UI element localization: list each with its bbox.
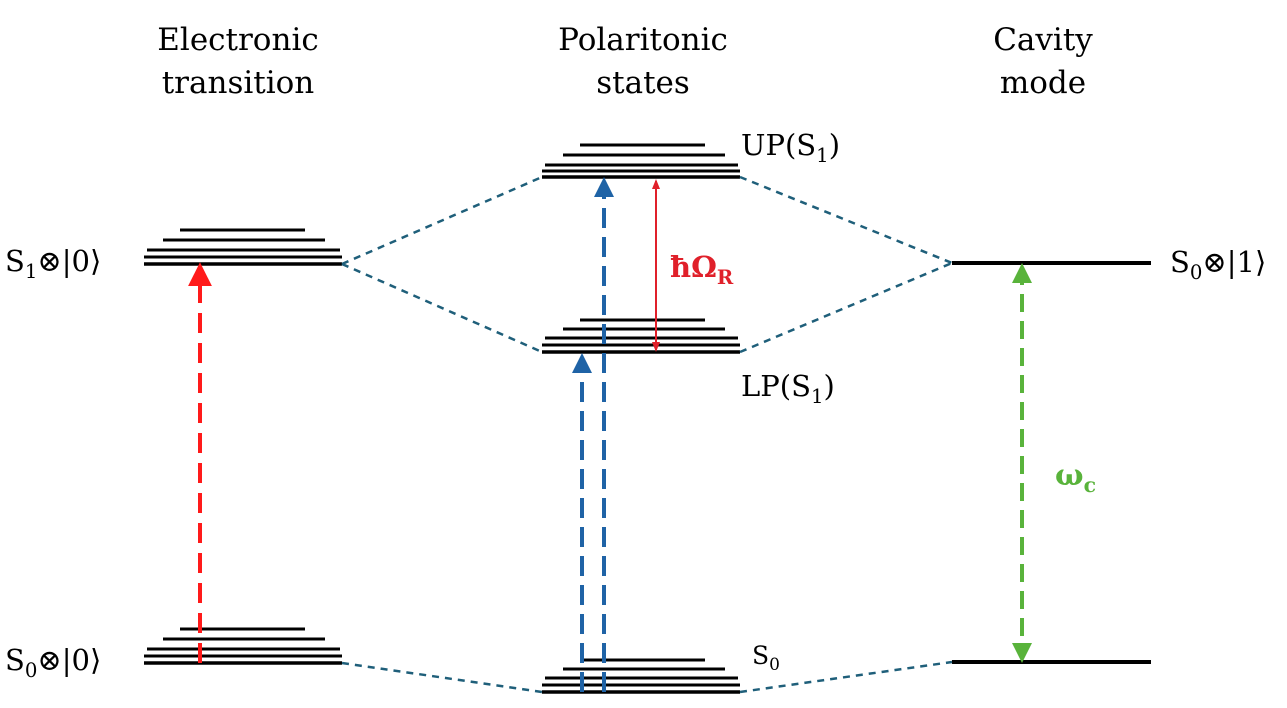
- label-s0-right: S0⊗|1⟩: [1170, 245, 1266, 284]
- levels-up: [542, 143, 740, 179]
- dashed-connectors: [341, 175, 953, 694]
- label-s0-mid: S0: [752, 641, 780, 675]
- header-polaritonic-line2: states: [596, 65, 690, 101]
- levels-s0-left: [144, 627, 342, 665]
- header-cavity-line2: mode: [1000, 65, 1086, 101]
- levels-s0-mid: [542, 658, 740, 694]
- label-up: UP(S1): [741, 128, 840, 167]
- header-electronic-line2: transition: [162, 65, 315, 101]
- header-polaritonic-line1: Polaritonic: [558, 22, 728, 58]
- label-omega-c: ωc: [1055, 458, 1096, 497]
- label-rabi: ħΩR: [670, 250, 734, 289]
- levels-lp: [542, 318, 740, 354]
- levels-cavity: [952, 261, 1151, 664]
- header-cavity-line1: Cavity: [993, 22, 1093, 58]
- levels-s1-left: [144, 228, 342, 266]
- header-electronic-line1: Electronic: [157, 22, 318, 58]
- label-lp: LP(S1): [741, 369, 835, 408]
- label-s1-left: S1⊗|0⟩: [5, 244, 101, 283]
- label-s0-left: S0⊗|0⟩: [5, 643, 101, 682]
